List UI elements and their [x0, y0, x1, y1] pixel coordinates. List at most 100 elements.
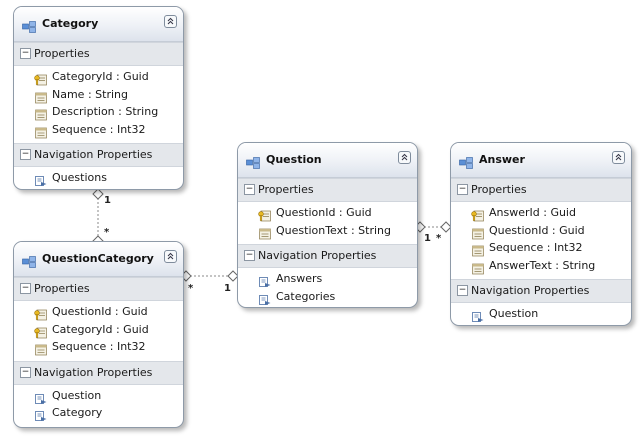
minus-icon[interactable]: −: [457, 285, 468, 296]
connector-end-diamond: [92, 188, 104, 200]
association-question-answer[interactable]: [414, 221, 452, 233]
collapse-chevron-icon[interactable]: [612, 151, 625, 164]
property-icon: [471, 225, 484, 239]
section-header[interactable]: −Navigation Properties: [14, 360, 183, 385]
minus-icon[interactable]: −: [20, 48, 31, 59]
entity-member[interactable]: QuestionText : String: [238, 223, 417, 241]
property-icon: [34, 106, 47, 121]
minus-icon[interactable]: −: [20, 149, 31, 160]
member-label: QuestionText : String: [276, 223, 391, 237]
entity-header[interactable]: Answer: [451, 143, 631, 178]
entity-header[interactable]: Question: [238, 143, 417, 178]
navigation-property-icon: [258, 291, 271, 305]
section-title: Navigation Properties: [471, 284, 590, 297]
entity-header[interactable]: Category: [14, 7, 183, 42]
member-label: Questions: [52, 171, 107, 184]
section-items: Questions: [14, 167, 183, 189]
member-label: AnswerText : String: [489, 258, 596, 272]
section-header[interactable]: −Navigation Properties: [14, 143, 183, 167]
minus-icon[interactable]: −: [20, 283, 31, 294]
entity-member[interactable]: Sequence : Int32: [14, 122, 183, 140]
property-icon: [471, 260, 484, 274]
member-label: Categories: [276, 289, 336, 303]
navigation-property-icon: [34, 172, 47, 186]
entity-member[interactable]: Sequence : Int32: [14, 339, 183, 357]
entity-member[interactable]: Name : String: [14, 87, 183, 105]
member-label: QuestionId : Guid: [276, 206, 372, 219]
member-label: AnswerId : Guid: [489, 206, 576, 219]
entity-icon: [22, 253, 36, 268]
entity-member[interactable]: Answers: [238, 271, 417, 289]
navigation-property-icon: [34, 390, 47, 404]
entity-member[interactable]: Categories: [238, 289, 417, 307]
navigation-property-icon: [258, 273, 271, 287]
section-title: Navigation Properties: [34, 365, 153, 379]
section-header[interactable]: −Properties: [238, 178, 417, 202]
section-title: Properties: [34, 282, 90, 295]
section-title: Properties: [34, 47, 90, 60]
entity-title: Question: [266, 153, 322, 166]
entity-title: Answer: [479, 153, 525, 166]
property-icon: [34, 124, 47, 138]
navigation-property-icon: [34, 407, 47, 421]
section-header[interactable]: −Properties: [14, 277, 183, 301]
entity-member[interactable]: AnswerId : Guid: [451, 205, 631, 223]
member-label: QuestionId : Guid: [52, 305, 148, 318]
association-questioncategory-question[interactable]: [180, 270, 239, 282]
minus-icon[interactable]: −: [244, 184, 255, 195]
minus-icon[interactable]: −: [457, 184, 468, 195]
collapse-chevron-icon[interactable]: [164, 250, 177, 263]
section-header[interactable]: −Properties: [14, 42, 183, 66]
member-label: Sequence : Int32: [489, 241, 583, 254]
entity-header[interactable]: QuestionCategory: [14, 242, 183, 277]
entity-member[interactable]: Question: [451, 306, 631, 324]
member-label: CategoryId : Guid: [52, 322, 149, 336]
entity-member[interactable]: AnswerText : String: [451, 258, 631, 276]
collapse-chevron-icon[interactable]: [164, 15, 177, 28]
section-header[interactable]: −Properties: [451, 178, 631, 202]
collapse-chevron-icon[interactable]: [398, 151, 411, 164]
minus-icon[interactable]: −: [244, 250, 255, 261]
member-label: Answers: [276, 272, 323, 285]
member-label: Sequence : Int32: [52, 340, 146, 353]
minus-icon[interactable]: −: [20, 366, 31, 378]
entity-title: QuestionCategory: [42, 252, 154, 265]
entity-member[interactable]: Category: [14, 405, 183, 423]
entity-member[interactable]: Question: [14, 388, 183, 406]
section-title: Navigation Properties: [258, 249, 377, 262]
member-label: CategoryId : Guid: [52, 70, 149, 83]
navigation-property-icon: [471, 308, 484, 322]
entity-member[interactable]: CategoryId : Guid: [14, 69, 183, 87]
entity-member[interactable]: Sequence : Int32: [451, 240, 631, 258]
section-header[interactable]: −Navigation Properties: [451, 279, 631, 303]
member-label: Category: [52, 406, 103, 419]
multiplicity-label: *: [188, 283, 194, 294]
entity-member[interactable]: QuestionId : Guid: [238, 205, 417, 223]
entity-member[interactable]: QuestionId : Guid: [451, 223, 631, 241]
section-header[interactable]: −Navigation Properties: [238, 244, 417, 268]
multiplicity-label: *: [104, 227, 110, 238]
property-icon: [34, 341, 47, 356]
member-label: Question: [489, 307, 539, 320]
section-items: Question: [451, 303, 631, 325]
entity-member[interactable]: Questions: [14, 170, 183, 188]
association-category-questioncategory[interactable]: [92, 188, 104, 247]
entity-member[interactable]: Description : String: [14, 104, 183, 122]
entity-member[interactable]: CategoryId : Guid: [14, 322, 183, 340]
multiplicity-label: 1: [224, 283, 231, 294]
multiplicity-label: 1: [104, 195, 111, 206]
multiplicity-label: *: [436, 233, 442, 244]
entity-icon: [246, 154, 260, 169]
entity-member[interactable]: QuestionId : Guid: [14, 304, 183, 322]
member-label: Sequence : Int32: [52, 122, 146, 136]
